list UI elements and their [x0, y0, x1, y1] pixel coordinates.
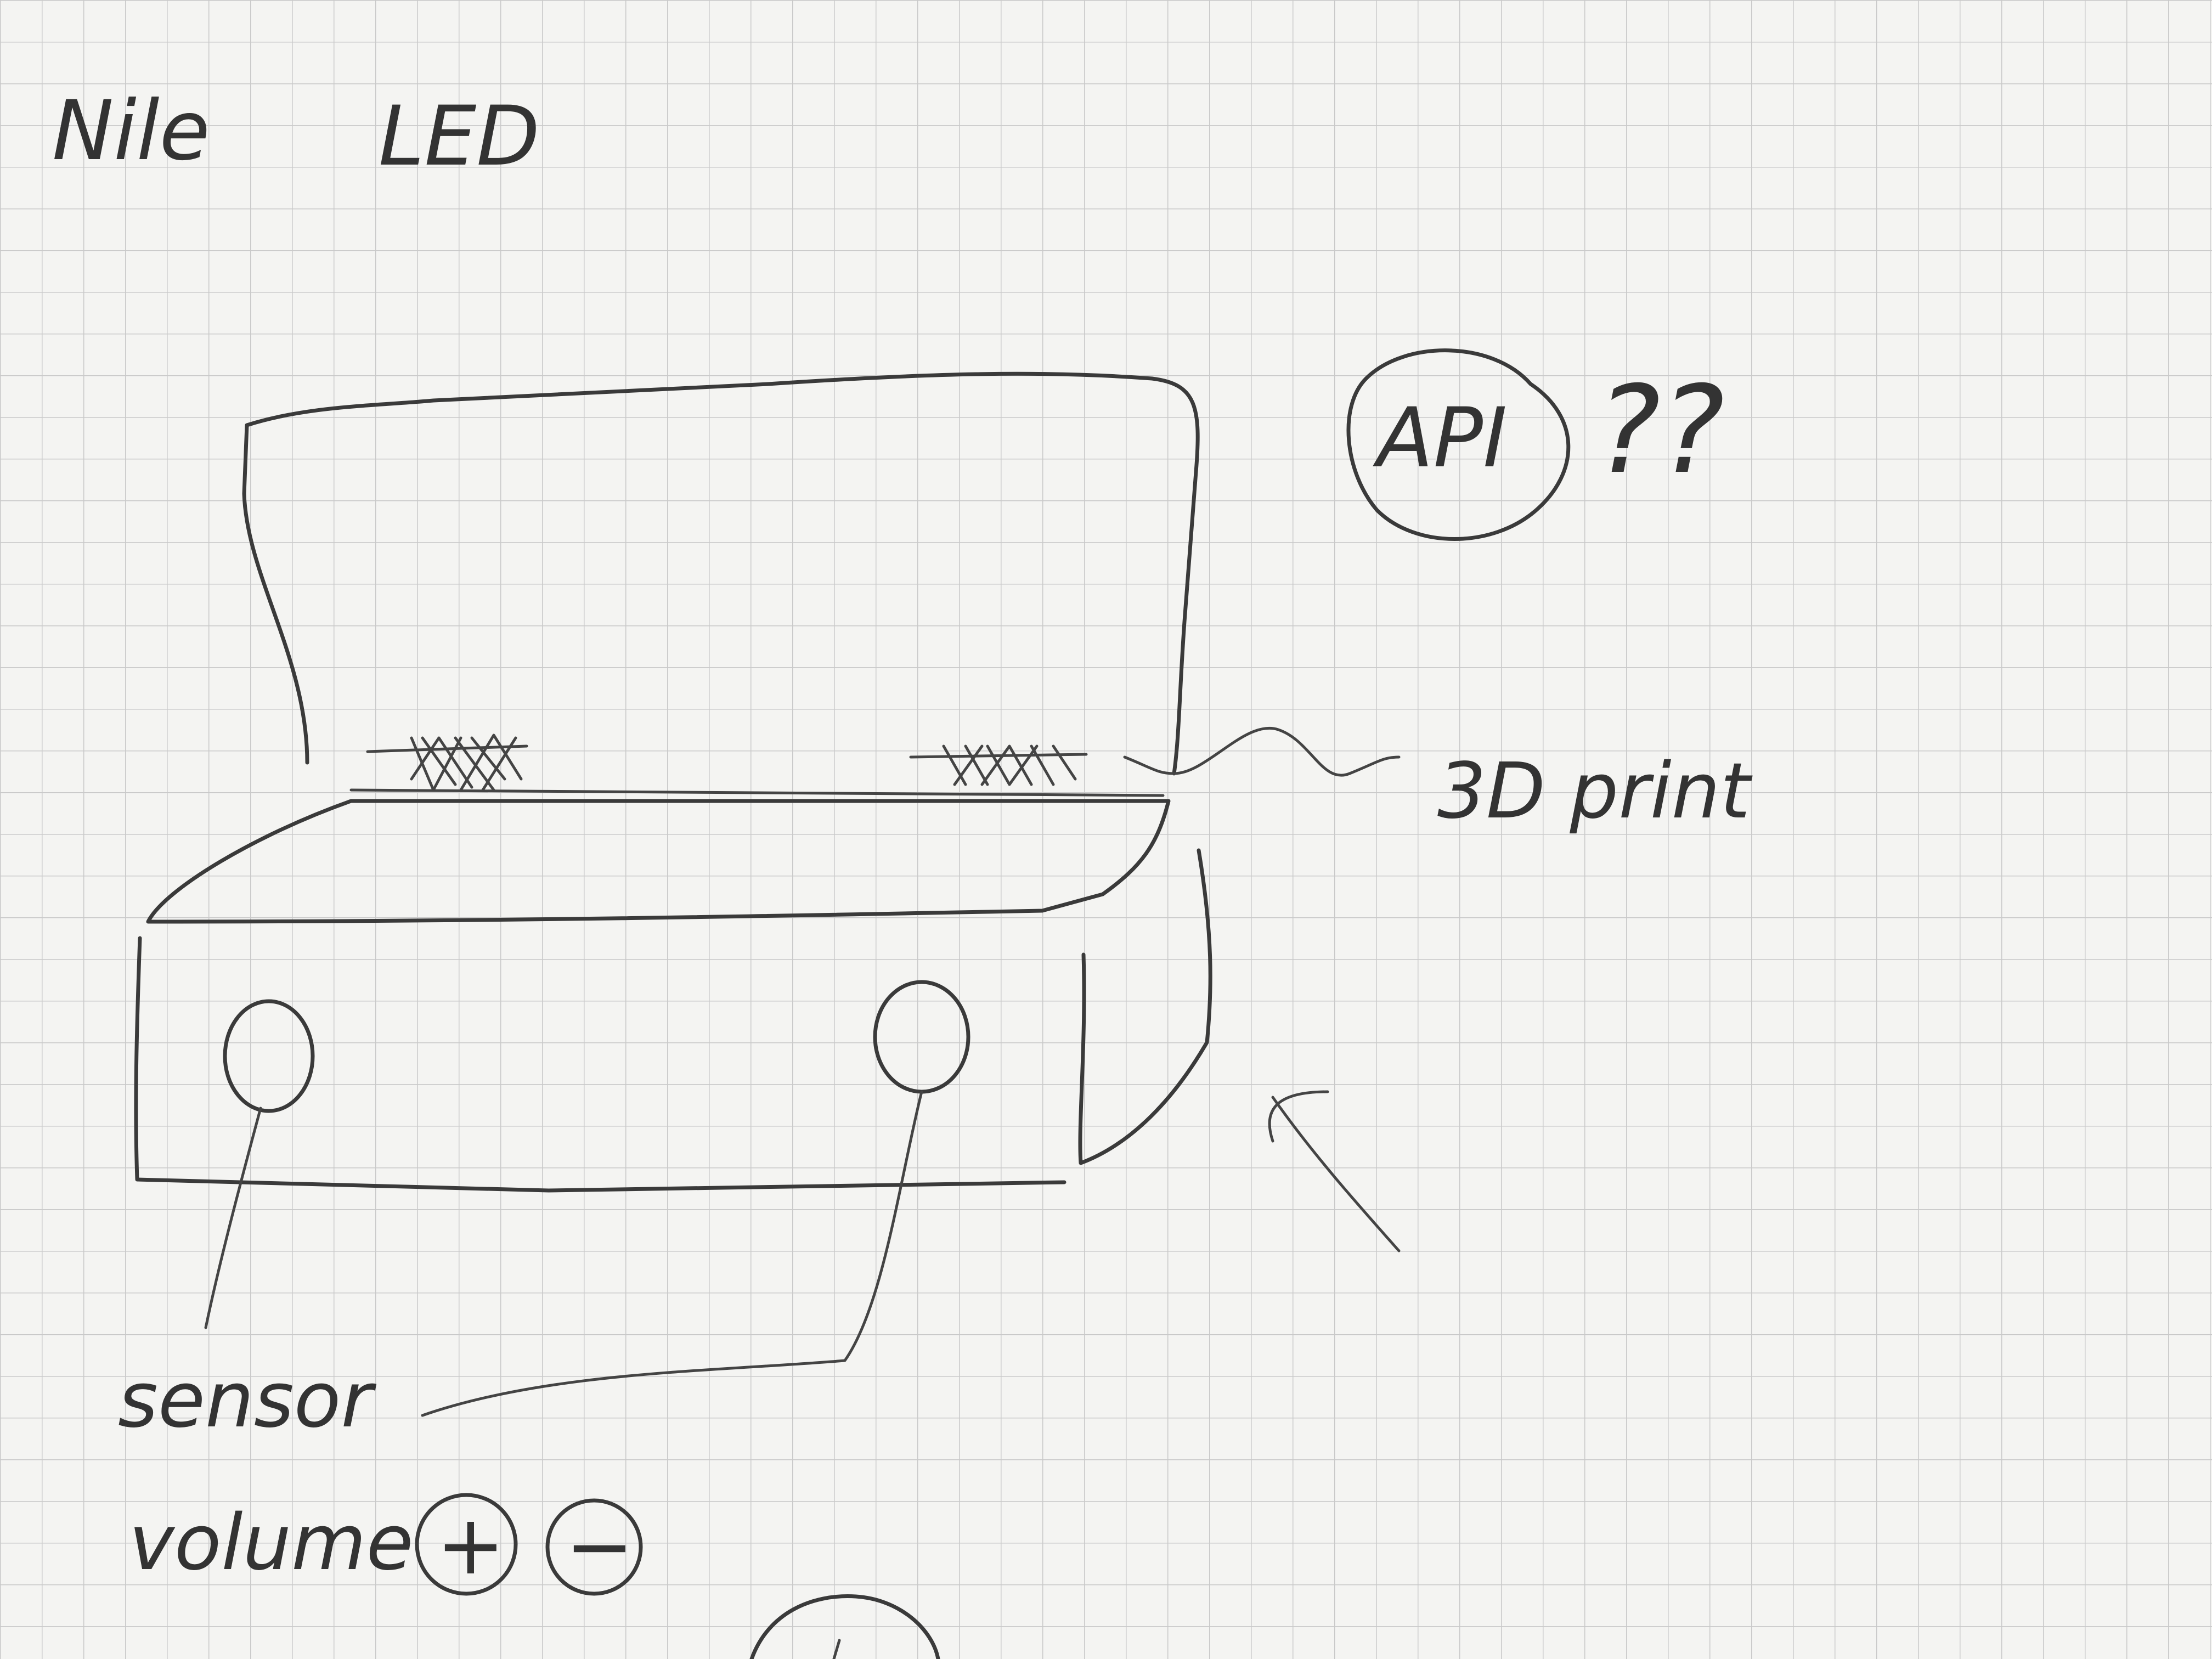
led-strip-right — [909, 744, 1088, 786]
3d-print-label: 3D print — [1437, 747, 1753, 836]
partial-circle-mark — [832, 1639, 841, 1659]
led-label: LED — [379, 89, 540, 184]
nile-label: Nile — [52, 83, 210, 179]
3d-print-leader — [1123, 727, 1401, 777]
volume-minus-icon: − — [545, 1498, 643, 1596]
base-front-face — [134, 936, 1066, 1193]
volume-plus-icon: + — [415, 1493, 518, 1596]
base-top-surface — [146, 799, 1171, 924]
volume-label: volume — [129, 1498, 414, 1588]
api-circle — [1346, 348, 1571, 541]
base-side-panel — [1078, 848, 1212, 1165]
upper-panel-outline — [242, 371, 1200, 776]
question-marks: ?? — [1596, 360, 1725, 500]
volume-leader-line — [421, 1090, 923, 1417]
svg-text:−: − — [565, 1499, 634, 1594]
led-strip-left — [366, 733, 528, 792]
partial-circle-bottom — [749, 1594, 940, 1659]
sensor-knob — [223, 999, 315, 1113]
api-callout: API ?? — [1346, 348, 1725, 541]
svg-text:+: + — [436, 1498, 505, 1593]
sensor-label: sensor — [118, 1356, 376, 1445]
arrow-to-side-panel — [1268, 1090, 1401, 1252]
base-top-edge — [349, 788, 1165, 797]
sensor-leader-line — [204, 1107, 262, 1329]
api-label: API — [1373, 391, 1507, 486]
